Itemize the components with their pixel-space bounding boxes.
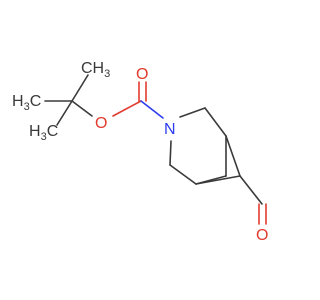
molecule-diagram: CH3 H3C H3C O O N O [12, 60, 268, 244]
bond-n-to-ring-lower [169, 140, 172, 166]
bond-n-to-ring-upper [179, 107, 206, 118]
bond-ring-to-aldehyde-c [239, 175, 263, 205]
structure-svg: CH3 H3C H3C O O N O [12, 60, 268, 244]
methyl-left-label: H3C [12, 93, 41, 113]
carbonyl-oxygen-label: O [136, 66, 148, 83]
bond-quaternary-to-methyl-top [71, 74, 89, 102]
aldehyde-oxygen-label: O [256, 227, 268, 244]
nitrogen-label: N [164, 121, 176, 138]
bond-ester-o-to-carbonyl-c [112, 100, 142, 117]
bond-quaternary-to-methyl-bottom [56, 100, 73, 126]
bond-carbonyl-c-to-n [140, 100, 164, 119]
bond-quaternary-to-ester-o [71, 100, 93, 117]
bond-ring-upper-to-bridgehead [204, 107, 227, 137]
methyl-top-label: CH3 [81, 60, 110, 80]
ester-oxygen-label: O [95, 115, 107, 132]
bond-ring-lower-to-bridgehead [169, 164, 197, 185]
bond-bridge-bottom [195, 175, 241, 185]
bond-bridge-diagonal [225, 135, 241, 177]
methyl-bottom-label: H3C [29, 123, 58, 143]
